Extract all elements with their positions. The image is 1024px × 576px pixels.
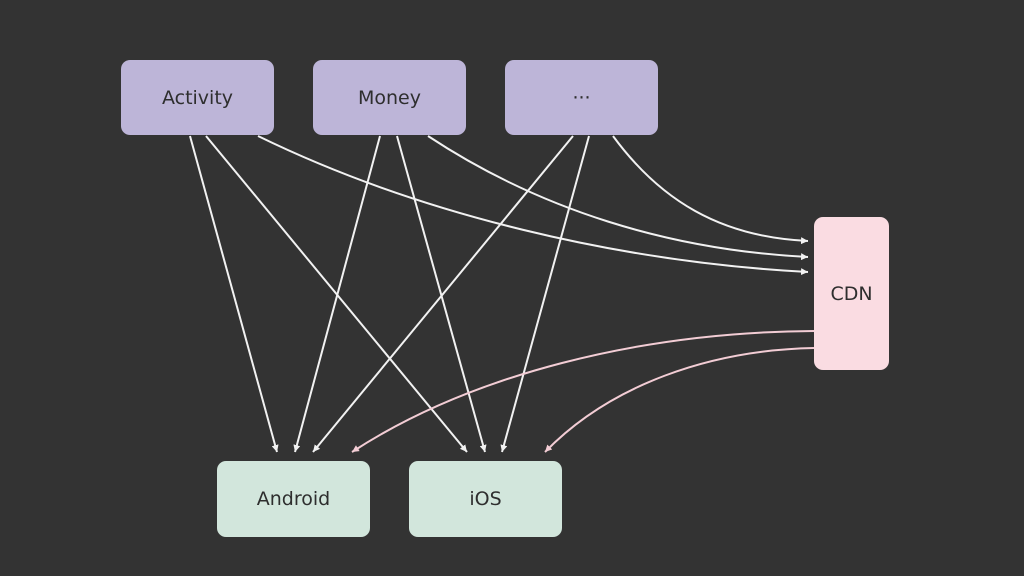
edge-activity-to-android (189, 135, 279, 453)
money-node: Money (313, 60, 466, 135)
activity-label: Activity (161, 86, 234, 109)
android-node: Android (217, 461, 370, 537)
activity-node: Activity (121, 60, 274, 135)
edge-more-to-android (312, 135, 574, 453)
edge-money-to-ios (396, 135, 487, 453)
money-label: Money (358, 86, 421, 109)
edge-money-to-android (293, 135, 381, 453)
edge-cdn-to-ios (544, 347, 815, 453)
edge-cdn-to-android (351, 330, 815, 453)
android-label: Android (256, 488, 331, 510)
ios-label: iOS (469, 488, 502, 510)
more-node: ··· (505, 60, 658, 135)
edge-money-to-cdn (427, 135, 809, 261)
edge-activity-to-cdn (257, 135, 809, 276)
more-label: ··· (572, 86, 591, 109)
cdn-node: CDN (814, 217, 889, 370)
edge-more-to-cdn (612, 135, 809, 245)
edge-more-to-ios (500, 135, 590, 453)
cdn-label: CDN (830, 282, 873, 305)
ios-node: iOS (409, 461, 562, 537)
